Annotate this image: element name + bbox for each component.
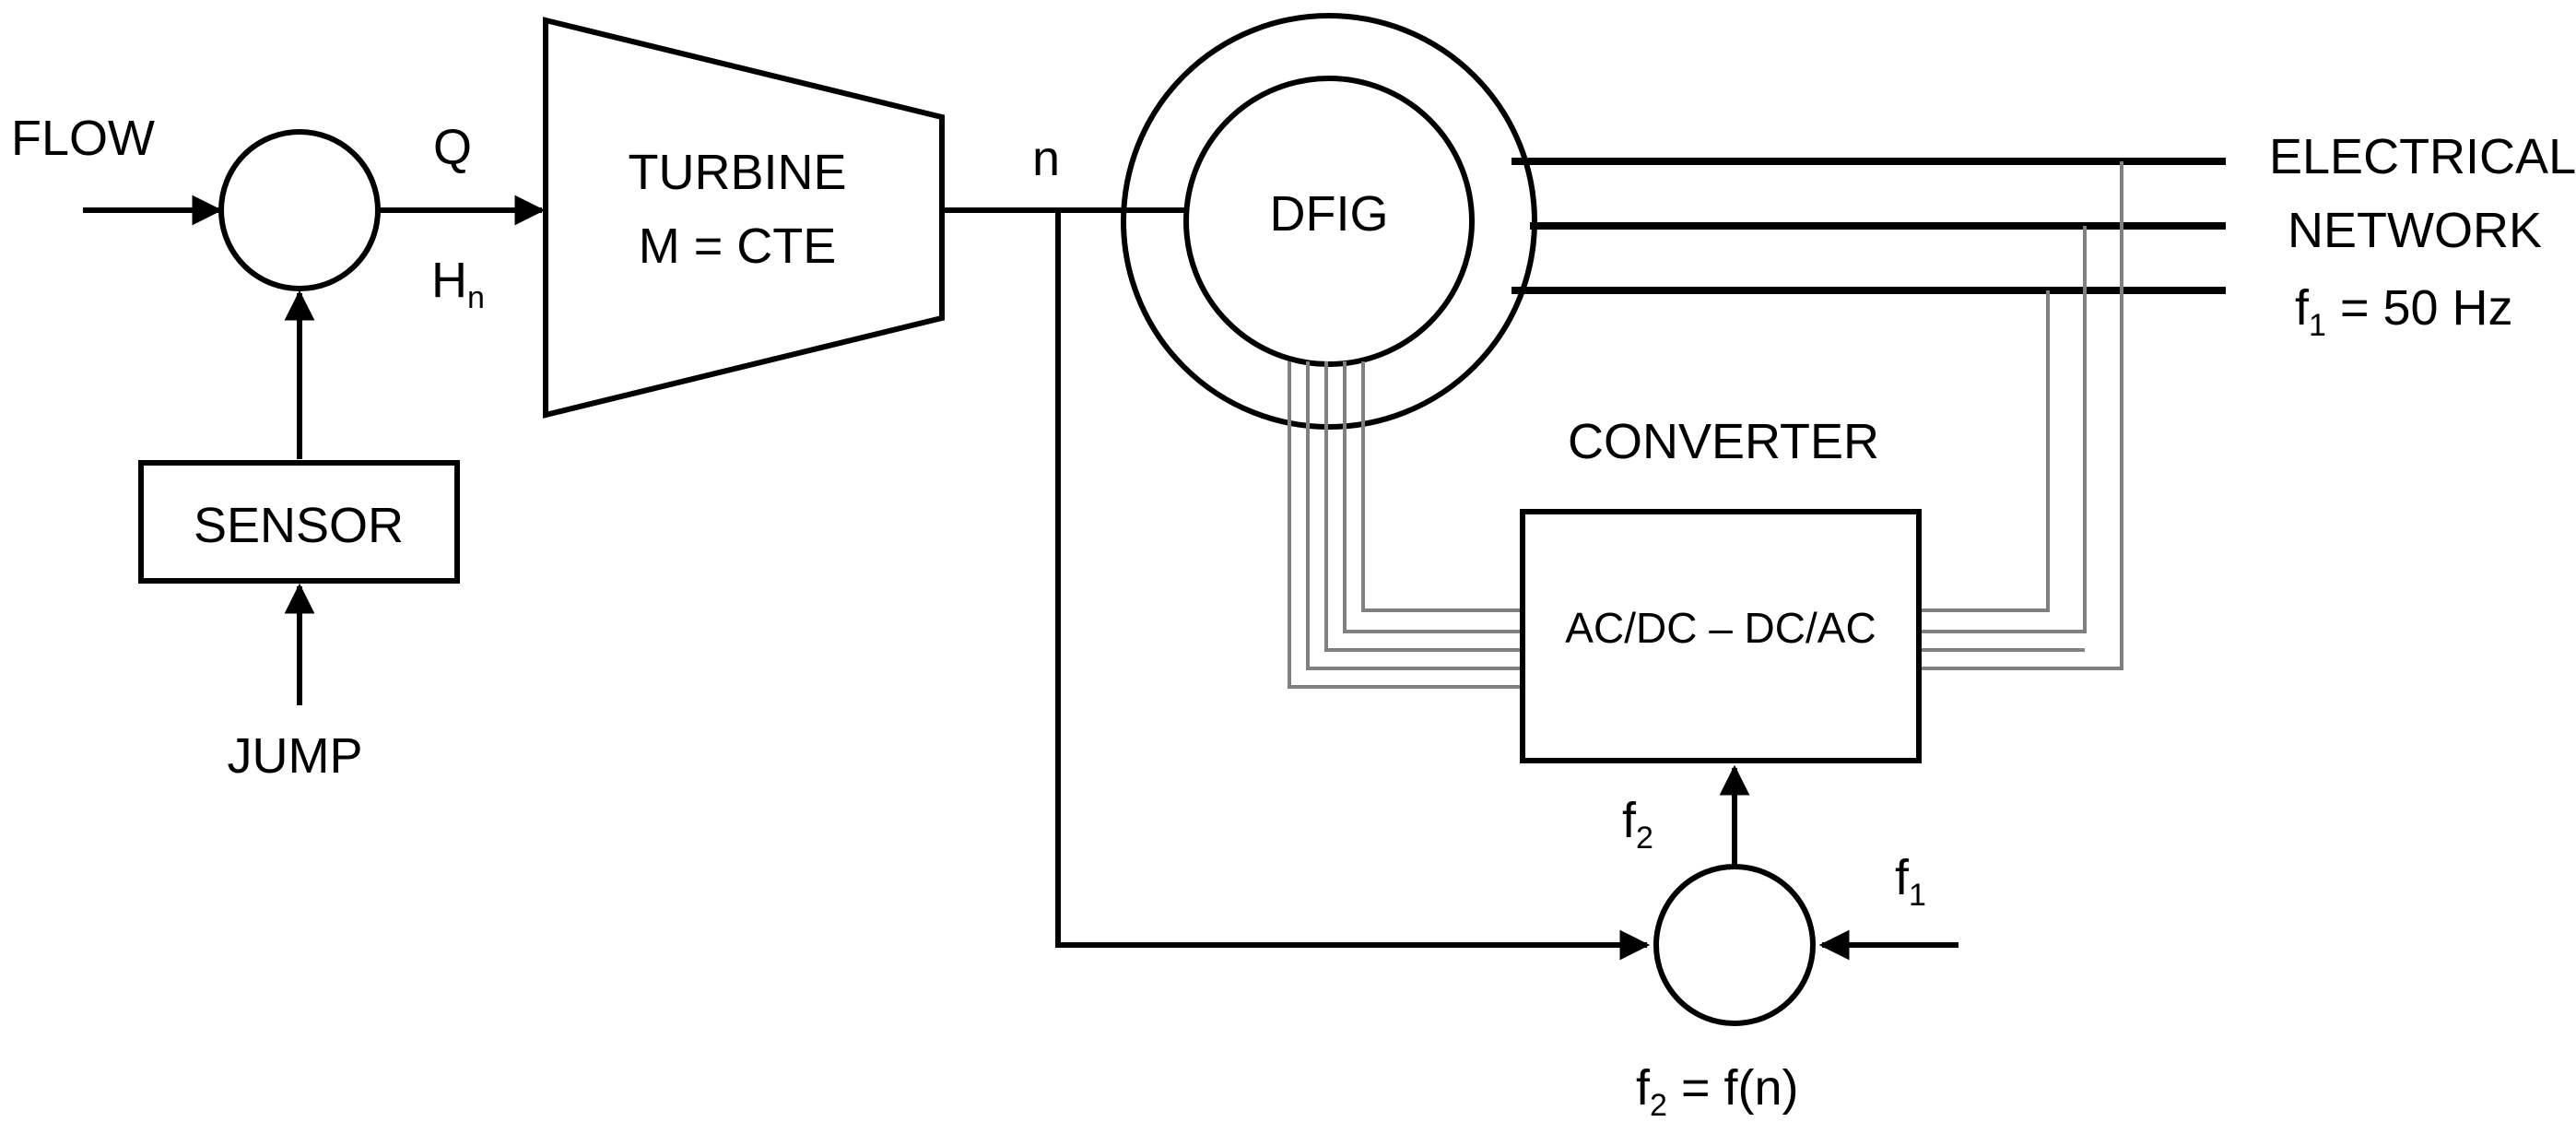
summing-junction-lower [1653,864,1816,1026]
jump-label: JUMP [228,728,363,784]
grid-line-2 [1919,226,2087,633]
network-label: NETWORK [2288,203,2542,258]
grid-line-4 [1919,161,2123,670]
flow-label: FLOW [11,111,155,166]
q-label: Q [433,120,472,175]
dfig-outer-circle [1121,13,1537,430]
network-frequency-label: f1 = 50 Hz [2295,280,2513,343]
f2-top-label: f2 [1622,793,1653,856]
turbine-shape [543,17,945,419]
summing-junction-left [218,129,381,291]
rotor-line-3 [1324,361,1523,652]
turbine-m-label: M = CTE [639,219,837,274]
converter-box [1520,509,1922,763]
rotor-line-4 [1306,361,1523,670]
f1-right-label: f1 [1895,850,1926,913]
dfig-inner-circle [1183,76,1475,367]
dfig-label: DFIG [1270,186,1389,242]
f2-equation-label: f2 = f(n) [1636,1060,1798,1123]
sensor-label: SENSOR [194,498,404,553]
n-label: n [1032,131,1060,186]
n-feedback-line [1055,213,1651,961]
converter-body-label: AC/DC – DC/AC [1565,604,1876,652]
rotor-line-2 [1343,361,1523,633]
grid-line-1 [1919,290,2050,612]
converter-title: CONVERTER [1568,414,1879,469]
hn-label: Hn [431,253,485,315]
rotor-line-1 [1361,361,1523,612]
sensor-box [138,460,460,584]
electrical-label: ELECTRICAL [2269,129,2576,184]
rotor-line-5 [1288,361,1523,689]
turbine-label: TURBINE [628,145,846,200]
